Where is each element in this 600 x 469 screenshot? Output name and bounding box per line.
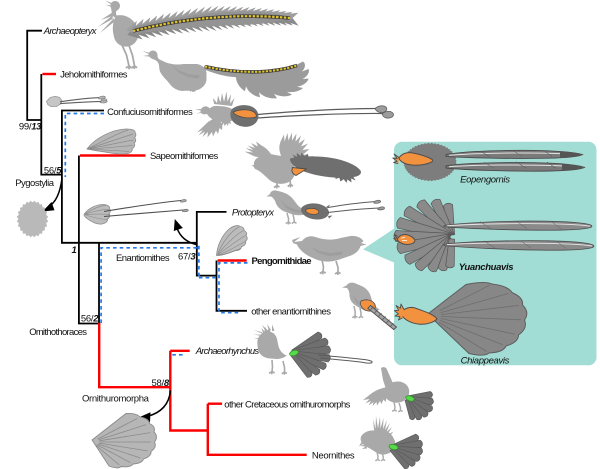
svg-text:Pygostylia: Pygostylia <box>15 178 55 189</box>
svg-text:Eopengornis: Eopengornis <box>460 175 510 186</box>
svg-text:Jeholornithiformes: Jeholornithiformes <box>60 69 128 80</box>
svg-text:Protopteryx: Protopteryx <box>232 207 275 218</box>
svg-text:Yuanchuavis: Yuanchuavis <box>459 262 513 273</box>
svg-text:Ornithuromorpha: Ornithuromorpha <box>82 394 150 405</box>
svg-text:56/5: 56/5 <box>44 166 62 177</box>
svg-text:Neornithes: Neornithes <box>312 450 355 461</box>
svg-text:Chiappeavis: Chiappeavis <box>461 356 510 367</box>
svg-text:Archaeopteryx: Archaeopteryx <box>43 26 98 37</box>
svg-text:Archaeorhynchus: Archaeorhynchus <box>195 346 260 357</box>
svg-text:other enantiornithines: other enantiornithines <box>251 307 331 318</box>
svg-text:Pengornithidae: Pengornithidae <box>252 256 312 267</box>
svg-text:other Cretaceous ornithuromorp: other Cretaceous ornithuromorphs <box>224 400 350 411</box>
svg-text:Ornithothoraces: Ornithothoraces <box>29 327 87 338</box>
svg-text:1: 1 <box>72 245 77 256</box>
svg-text:Enantiornithes: Enantiornithes <box>116 253 170 264</box>
svg-text:Confuciusornithiformes: Confuciusornithiformes <box>107 107 193 118</box>
svg-text:67/3: 67/3 <box>178 252 196 263</box>
svg-text:Sapeornithiformes: Sapeornithiformes <box>150 151 219 162</box>
svg-text:56/2: 56/2 <box>81 313 99 324</box>
svg-text:99/13: 99/13 <box>19 122 42 133</box>
svg-text:58/8: 58/8 <box>152 378 170 389</box>
